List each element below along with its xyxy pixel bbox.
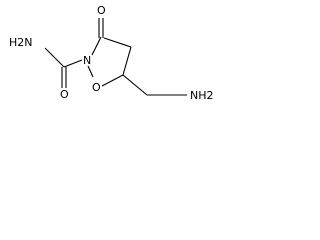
bond-c5-o	[101, 74, 124, 87]
bond-n-c3	[91, 36, 102, 56]
bond-o-n	[87, 65, 94, 78]
label-amide-nitrogen: H2N	[9, 36, 33, 49]
label-ring-oxygen: O	[92, 81, 101, 94]
bond-c3-c4	[103, 37, 132, 48]
label-amide-oxygen: O	[60, 88, 69, 101]
label-ring-nitrogen: N	[83, 54, 91, 67]
molecule-structure: N O O O H2N NH2	[0, 0, 236, 125]
label-amine-nitrogen: NH2	[190, 89, 214, 102]
bond-amide-c-nh2	[44, 47, 65, 68]
bond-c4-c5	[122, 46, 132, 76]
bond-n-amide-c	[63, 59, 83, 68]
bond-c5-ch2	[122, 74, 148, 96]
structure-svg: N O O O H2N NH2	[9, 4, 214, 102]
label-carbonyl-oxygen: O	[97, 4, 106, 17]
